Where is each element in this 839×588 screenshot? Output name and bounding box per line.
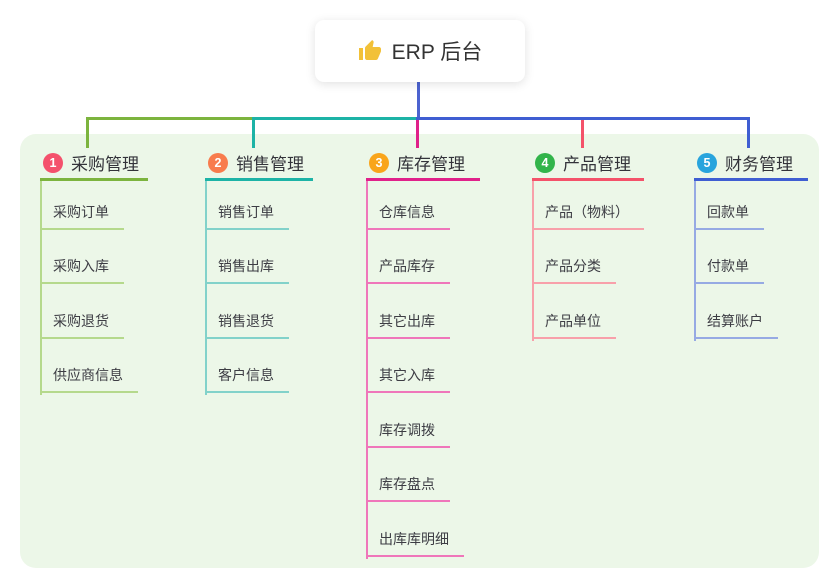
- node-purchase-return[interactable]: 采购退货: [40, 307, 124, 339]
- node-customer-info[interactable]: 客户信息: [205, 361, 289, 393]
- node-stock-check[interactable]: 库存盘点: [366, 470, 450, 502]
- node-settlement-account[interactable]: 结算账户: [694, 307, 778, 339]
- node-purchase-order[interactable]: 采购订单: [40, 198, 124, 230]
- node-receipt-order[interactable]: 回款单: [694, 198, 764, 230]
- node-other-inbound[interactable]: 其它入库: [366, 361, 450, 393]
- branch-number-badge: 2: [208, 152, 228, 173]
- node-warehouse-info[interactable]: 仓库信息: [366, 198, 450, 230]
- branch-title-label: 采购管理: [71, 155, 139, 174]
- node-sales-order[interactable]: 销售订单: [205, 198, 289, 230]
- branch-title-label: 财务管理: [725, 155, 793, 174]
- branch-number-badge: 4: [535, 152, 555, 173]
- root-node-label: ERP 后台: [391, 41, 483, 64]
- branch-title-inventory[interactable]: 3 库存管理: [366, 147, 480, 181]
- branch-number-badge: 3: [369, 152, 389, 173]
- branch-spine: [40, 181, 42, 395]
- node-product-category[interactable]: 产品分类: [532, 252, 616, 284]
- branch-title-label: 库存管理: [397, 155, 465, 174]
- connector-drop-branch1: [86, 117, 89, 148]
- branch-number-badge: 1: [43, 152, 63, 173]
- connector-drop-branch5: [747, 117, 750, 148]
- mindmap-panel: [20, 134, 819, 568]
- node-product-material[interactable]: 产品（物料）: [532, 198, 644, 230]
- branch-title-product[interactable]: 4 产品管理: [532, 147, 644, 181]
- node-product-stock[interactable]: 产品库存: [366, 252, 450, 284]
- node-purchase-inbound[interactable]: 采购入库: [40, 252, 124, 284]
- root-node[interactable]: ERP 后台: [315, 20, 525, 82]
- node-other-outbound[interactable]: 其它出库: [366, 307, 450, 339]
- branch-spine: [366, 181, 368, 559]
- node-outbound-detail[interactable]: 出库库明细: [366, 525, 464, 557]
- branch-title-purchase[interactable]: 1 采购管理: [40, 147, 148, 181]
- branch-spine: [694, 181, 696, 341]
- branch-number-badge: 5: [697, 152, 717, 173]
- thumbs-up-icon: [358, 40, 381, 60]
- connector-bus-teal: [252, 117, 418, 120]
- node-stock-transfer[interactable]: 库存调拨: [366, 416, 450, 448]
- node-product-unit[interactable]: 产品单位: [532, 307, 616, 339]
- node-supplier-info[interactable]: 供应商信息: [40, 361, 138, 393]
- branch-title-label: 销售管理: [236, 155, 304, 174]
- connector-bus-blue: [416, 117, 750, 120]
- branch-title-sales[interactable]: 2 销售管理: [205, 147, 313, 181]
- connector-drop-branch4: [581, 120, 584, 148]
- branch-spine: [205, 181, 207, 395]
- node-payment-order[interactable]: 付款单: [694, 252, 764, 284]
- node-sales-outbound[interactable]: 销售出库: [205, 252, 289, 284]
- connector-drop-branch3: [416, 120, 419, 148]
- connector-root-drop: [417, 82, 420, 117]
- connector-drop-branch2: [252, 120, 255, 148]
- connector-bus-green: [86, 117, 254, 120]
- branch-title-finance[interactable]: 5 财务管理: [694, 147, 808, 181]
- branch-title-label: 产品管理: [563, 155, 631, 174]
- node-sales-return[interactable]: 销售退货: [205, 307, 289, 339]
- branch-spine: [532, 181, 534, 341]
